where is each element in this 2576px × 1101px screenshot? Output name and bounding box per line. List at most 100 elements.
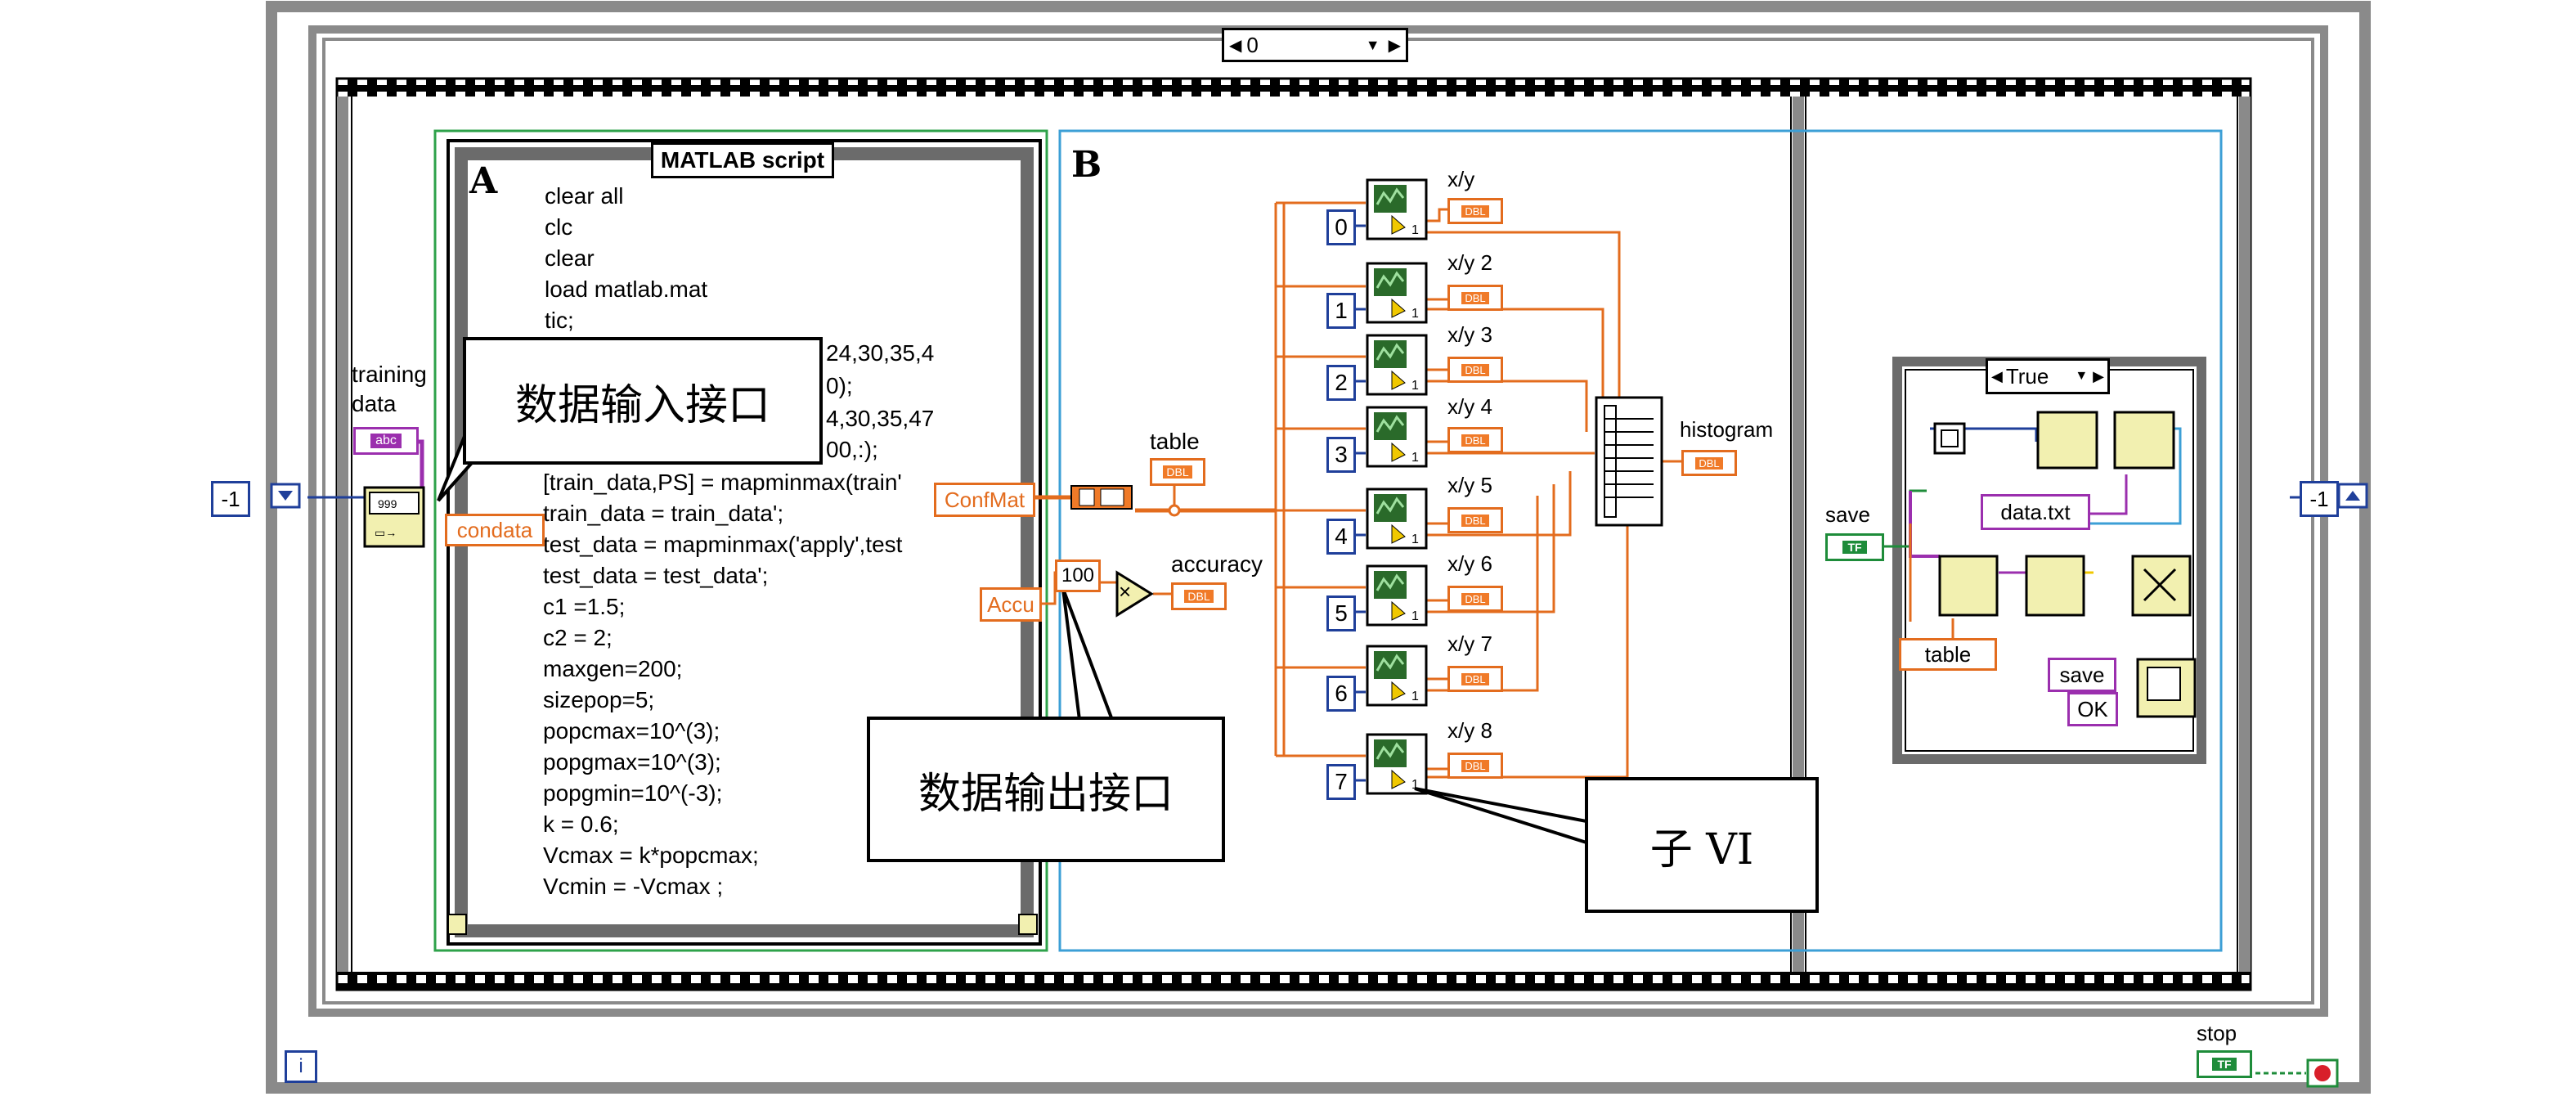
index-constant: 7: [1326, 764, 1356, 800]
save-label: save: [1825, 502, 1870, 527]
case-prev-arrow-icon[interactable]: ◀: [1991, 367, 2003, 384]
xy-label: x/y 5: [1447, 473, 1492, 497]
data-input-callout: 数据输入接口: [463, 337, 823, 465]
case-selector-value: True: [2005, 363, 2049, 389]
xy-indicator[interactable]: DBL: [1447, 507, 1503, 533]
training-data-label: training data: [352, 362, 427, 416]
increment-arrow-icon[interactable]: ▶: [1388, 36, 1401, 55]
flat-sequence-top-strip: [337, 79, 2251, 97]
sub-vi-callout: 子 VI: [1585, 777, 1819, 913]
svg-text:1: 1: [1411, 778, 1419, 792]
code-line: tic;: [545, 308, 574, 333]
code-line: test_data = test_data';: [543, 563, 769, 588]
matlab-script-title: MATLAB script: [651, 142, 834, 178]
dialog-ok-constant: OK: [2067, 692, 2118, 726]
code-line: c1 =1.5;: [543, 594, 626, 619]
confmat-output-terminal[interactable]: ConfMat: [934, 483, 1035, 517]
multiply-node: [1115, 570, 1154, 618]
accuracy-label: accuracy: [1171, 551, 1263, 577]
code-line: train_data = train_data';: [543, 501, 784, 526]
string-control-terminal[interactable]: abc: [353, 427, 419, 455]
xy-indicator[interactable]: DBL: [1447, 666, 1503, 692]
code-line: 0);: [826, 373, 853, 398]
frame-divider-1: [1793, 97, 1804, 972]
index-constant: 2: [1326, 365, 1356, 401]
filename-constant: data.txt: [1981, 494, 2090, 530]
table-label: table: [1150, 429, 1200, 454]
case-next-arrow-icon[interactable]: ▶: [2093, 367, 2104, 384]
code-line: popgmin=10^(-3);: [543, 780, 723, 806]
svg-text:▭→: ▭→: [375, 526, 397, 539]
sub-vi-icons: 1 1 1 1 1 1 1 1: [1366, 178, 1428, 795]
code-line: popcmax=10^(3);: [543, 718, 720, 744]
table-local-variable: table: [1899, 638, 1997, 671]
index-constant: 0: [1326, 209, 1356, 245]
sequence-selector-value: 0: [1246, 32, 1259, 57]
array-to-matrix-node: [1070, 485, 1133, 510]
svg-text:1: 1: [1411, 451, 1419, 465]
histogram-label: histogram: [1680, 417, 1774, 442]
xy-label: x/y 4: [1447, 394, 1492, 419]
index-constant: 5: [1326, 595, 1356, 631]
constant-100: 100: [1055, 559, 1101, 592]
code-line: maxgen=200;: [543, 656, 683, 681]
xy-label: x/y: [1447, 167, 1475, 191]
xy-indicator[interactable]: DBL: [1447, 285, 1503, 311]
save-boolean-terminal[interactable]: TF: [1825, 533, 1884, 561]
iteration-terminal: i: [285, 1050, 317, 1083]
xy-indicator[interactable]: DBL: [1447, 586, 1503, 612]
accu-output-terminal[interactable]: Accu: [980, 587, 1042, 622]
svg-text:1: 1: [1411, 379, 1419, 393]
svg-text:999: 999: [378, 497, 397, 510]
code-line: k = 0.6;: [543, 811, 619, 837]
stop-boolean-terminal[interactable]: TF: [2197, 1050, 2252, 1078]
xy-label: x/y 6: [1447, 551, 1492, 576]
svg-text:1: 1: [1411, 690, 1419, 703]
code-line: test_data = mapminmax('apply',test: [543, 532, 903, 557]
table-indicator[interactable]: DBL: [1150, 458, 1205, 486]
code-line: 4,30,35,47: [826, 406, 935, 431]
while-loop-frame: [266, 1, 2371, 1094]
histogram-indicator[interactable]: DBL: [1681, 450, 1737, 476]
stop-label: stop: [2197, 1021, 2237, 1045]
flat-sequence-right-edge: [2239, 97, 2251, 972]
case-dropdown-icon[interactable]: ▼: [2075, 369, 2089, 383]
svg-text:1: 1: [1411, 533, 1419, 546]
xy-indicator[interactable]: DBL: [1447, 198, 1503, 224]
decrement-arrow-icon[interactable]: ◀: [1229, 36, 1242, 55]
panel-b-label: B: [1071, 144, 1102, 186]
xy-label: x/y 7: [1447, 631, 1492, 656]
accuracy-indicator[interactable]: DBL: [1171, 582, 1227, 610]
dropdown-arrow-icon[interactable]: ▼: [1365, 36, 1380, 53]
save-section-vis: [1933, 411, 2197, 718]
xy-indicator[interactable]: DBL: [1447, 427, 1503, 453]
svg-text:1: 1: [1411, 223, 1419, 237]
code-line: c2 = 2;: [543, 625, 613, 650]
flat-sequence-left-edge: [337, 97, 348, 972]
build-array-node: [1595, 396, 1663, 527]
condata-input-terminal[interactable]: condata: [445, 514, 545, 546]
dialog-message-constant: save: [2048, 658, 2116, 692]
code-line: clear: [545, 245, 595, 271]
sequence-selector[interactable]: ◀ 0 ▼ ▶: [1222, 28, 1408, 62]
case-selector[interactable]: ◀ True ▼ ▶: [1986, 358, 2110, 394]
left-shift-register: [270, 483, 301, 509]
right-counter-constant: -1: [2300, 481, 2339, 517]
multiply-symbol: ×: [1119, 579, 1132, 604]
left-counter-constant: -1: [211, 481, 250, 517]
xy-indicator[interactable]: DBL: [1447, 357, 1503, 383]
index-constant: 4: [1326, 519, 1356, 555]
matlab-code-block[interactable]: clear all clc clear load matlab.mat tic;…: [540, 183, 981, 919]
code-line: sizepop=5;: [543, 687, 655, 712]
code-line: 24,30,35,4: [826, 340, 935, 366]
code-line: clear all: [545, 183, 624, 209]
xy-indicator[interactable]: DBL: [1447, 753, 1503, 779]
panel-b-frame: [1058, 129, 2223, 952]
xy-label: x/y 2: [1447, 250, 1492, 275]
data-output-callout: 数据输出接口: [867, 717, 1225, 862]
index-constant: 6: [1326, 676, 1356, 712]
stop-boolean-button: [2306, 1058, 2339, 1088]
right-shift-register: [2337, 483, 2368, 509]
code-line: [train_data,PS] = mapminmax(train': [543, 470, 902, 495]
